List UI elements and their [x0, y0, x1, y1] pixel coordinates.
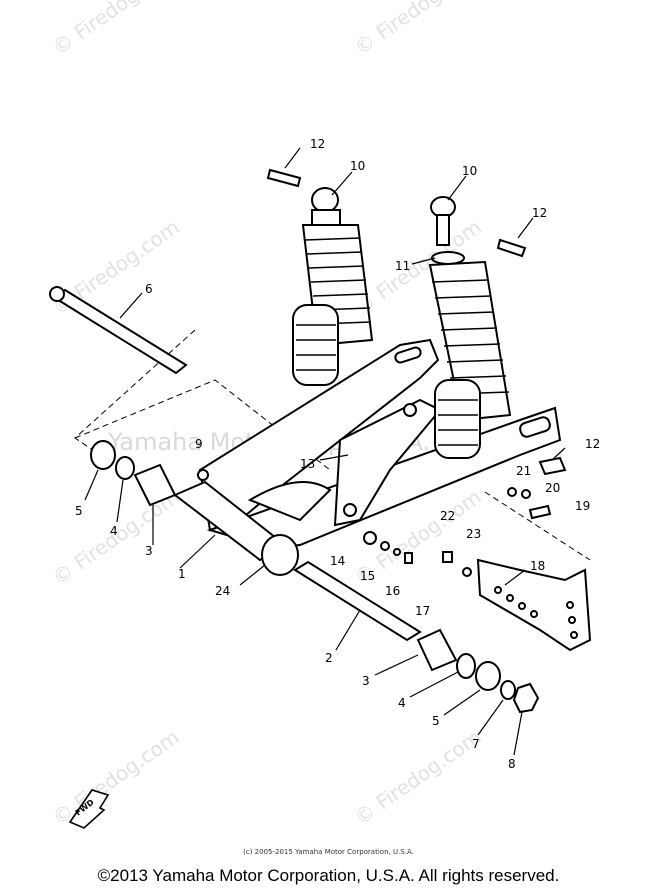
- shim: [115, 456, 135, 480]
- left-shock-absorber: [292, 187, 374, 386]
- main-copyright: ©2013 Yamaha Motor Corporation, U.S.A. A…: [97, 866, 560, 885]
- callout-11: 11: [395, 259, 410, 273]
- spring-washer: [521, 489, 531, 499]
- leader-line: [411, 257, 436, 265]
- assembly-line: [484, 491, 591, 561]
- callout-1: 1: [178, 567, 186, 581]
- callout-2: 2: [325, 651, 333, 665]
- spring-washer: [393, 548, 401, 556]
- leader-line: [335, 609, 361, 651]
- bolt: [528, 504, 552, 520]
- callout-4-lower: 4: [398, 696, 406, 710]
- callout-4-upper: 4: [110, 524, 118, 538]
- pivot-bolt: [293, 560, 422, 642]
- callout-8: 8: [508, 757, 516, 771]
- leader-line: [179, 534, 216, 569]
- callout-7: 7: [472, 737, 480, 751]
- washer: [500, 680, 516, 700]
- small-copyright: (c) 2005-2015 Yamaha Motor Corporation, …: [243, 848, 414, 856]
- callout-16: 16: [385, 584, 400, 598]
- assembly-line: [74, 379, 331, 471]
- leader-line: [477, 699, 504, 736]
- callout-10-left: 10: [350, 159, 365, 173]
- nut: [363, 531, 377, 545]
- thrust-cover: [90, 440, 116, 470]
- brake-torque-plate: [476, 558, 592, 652]
- callout-22: 22: [440, 509, 455, 523]
- leader-line: [447, 175, 467, 201]
- callout-12-left: 12: [310, 137, 325, 151]
- leader-line: [374, 654, 419, 676]
- grease-nipple: [197, 469, 209, 481]
- upper-bolt: [496, 238, 527, 258]
- callout-3-upper: 3: [145, 544, 153, 558]
- leader-line: [84, 469, 99, 501]
- leader-line: [517, 217, 534, 239]
- callout-18: 18: [530, 559, 545, 573]
- callout-3-lower: 3: [362, 674, 370, 688]
- pivot-shaft: [49, 286, 188, 375]
- callout-21: 21: [516, 464, 531, 478]
- leader-line: [116, 479, 124, 523]
- leader-line: [504, 569, 526, 586]
- leader-line: [443, 689, 481, 716]
- leader-line: [319, 454, 349, 461]
- callout-24: 24: [215, 584, 230, 598]
- bushing: [133, 463, 177, 507]
- leader-line: [284, 147, 301, 169]
- mounting-bolt: [538, 456, 567, 476]
- bushing: [416, 628, 458, 672]
- callout-6: 6: [145, 282, 153, 296]
- callout-5-upper: 5: [75, 504, 83, 518]
- thrust-cover: [475, 661, 501, 691]
- pivot-bushing: [261, 534, 299, 576]
- callout-12-mount: 12: [585, 437, 600, 451]
- washer: [462, 567, 472, 577]
- right-shock-absorber: [428, 196, 512, 459]
- washer: [507, 487, 517, 497]
- bolt: [442, 551, 453, 563]
- callout-13: 13: [300, 457, 315, 471]
- chain-guard-bracket: [333, 398, 442, 527]
- callout-14: 14: [330, 554, 345, 568]
- callout-10-right: 10: [462, 164, 477, 178]
- callout-15: 15: [360, 569, 375, 583]
- callout-12-right: 12: [532, 206, 547, 220]
- bolt: [404, 552, 413, 564]
- upper-bolt: [266, 168, 302, 188]
- leader-line: [513, 711, 523, 756]
- fwd-arrow-icon: FWD: [68, 789, 110, 829]
- callout-17: 17: [415, 604, 430, 618]
- callout-19: 19: [575, 499, 590, 513]
- leader-line: [409, 671, 459, 698]
- callout-23: 23: [466, 527, 481, 541]
- nut: [512, 682, 540, 714]
- shim: [456, 653, 476, 679]
- leader-line: [331, 171, 353, 196]
- callout-20: 20: [545, 481, 560, 495]
- leader-line: [551, 447, 566, 461]
- callout-9: 9: [195, 437, 203, 451]
- leader-line: [239, 564, 266, 586]
- washer: [380, 541, 390, 551]
- leader-line: [119, 292, 143, 319]
- callout-5-lower: 5: [432, 714, 440, 728]
